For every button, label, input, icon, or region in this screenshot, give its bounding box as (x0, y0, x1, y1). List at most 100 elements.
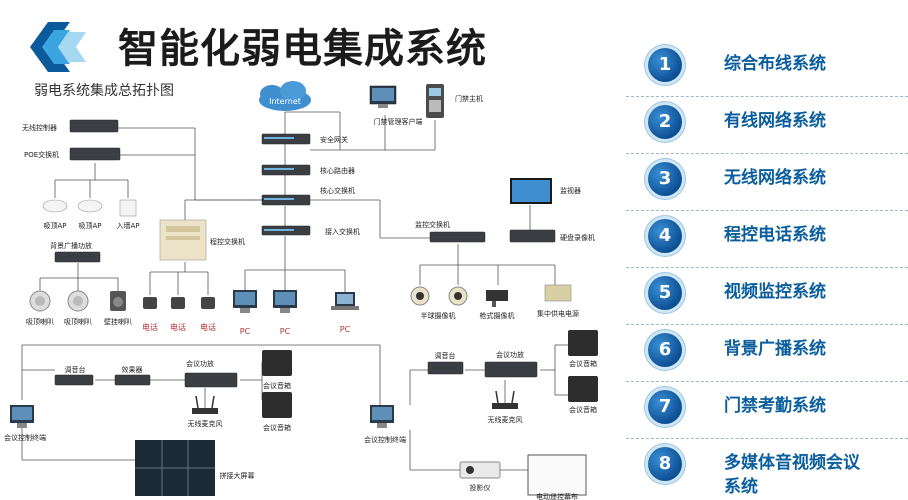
ceiling-speaker-2 (67, 290, 89, 312)
poe-switch (69, 147, 121, 161)
power-label: 集中供电电源 (537, 309, 579, 318)
system-item-2: 2 有线网络系统 (622, 97, 908, 154)
conf-spk-4-label: 会议音箱 (569, 405, 597, 414)
internet-cloud-icon: Internet (259, 81, 311, 111)
dome-cam-label: 半球摄像机 (421, 311, 456, 320)
dome-camera-1 (410, 286, 430, 306)
ceiling-ap-1 (42, 199, 68, 213)
system-label: 无线网络系统 (724, 168, 826, 188)
ceiling-speaker-1 (29, 290, 51, 312)
wall-ap-label: 入墙AP (116, 221, 139, 230)
wall-ap (119, 199, 137, 217)
wireless-controller (69, 119, 119, 133)
mixer-1-label: 调音台 (65, 365, 86, 374)
door-client-label: 门禁管理客户端 (374, 117, 423, 126)
topology-diagram: Internet (4, 81, 598, 500)
mic-2-label: 无线麦克风 (488, 415, 523, 424)
mic-right-icon (492, 390, 518, 409)
video-wall (135, 440, 215, 496)
monitor-label: 监视器 (560, 186, 581, 195)
door-host-label: 门禁主机 (455, 94, 483, 103)
phone-3-icon (201, 297, 215, 309)
phone-1-icon (143, 297, 157, 309)
wall-speaker (110, 291, 126, 311)
conf-spk-2-label: 会议音箱 (263, 423, 291, 432)
system-item-5: 5 视频监控系统 (622, 268, 908, 325)
system-label: 多媒体音视频会议系统 (724, 453, 860, 497)
conf-speaker-3 (568, 330, 598, 356)
ceiling-ap-2-label: 吸顶AP (78, 222, 101, 230)
pbx-icon (159, 219, 207, 261)
system-label: 有线网络系统 (724, 111, 826, 131)
page-title: 智能化弱电集成系统 (118, 26, 487, 72)
wireless-ctrl-label: 无线控制器 (22, 123, 57, 132)
laptop-icon (331, 292, 359, 310)
bg-amp-label: 背景广播功放 (50, 241, 92, 250)
logo-icon (30, 22, 86, 72)
video-wall-label: 拼接大屏幕 (220, 471, 255, 480)
conf-spk-3-label: 会议音箱 (569, 359, 597, 368)
system-item-3: 3 无线网络系统 (622, 154, 908, 211)
system-label: 视频监控系统 (724, 282, 826, 302)
phone-2-label: 电话 (170, 322, 186, 332)
effects-unit (114, 374, 151, 386)
mic-1-label: 无线麦克风 (188, 419, 223, 428)
conf-speaker-4 (568, 376, 598, 402)
phone-1-label: 电话 (142, 322, 158, 332)
projector-label: 投影仪 (470, 483, 491, 492)
conf-amp-2-label: 会议功放 (496, 350, 524, 359)
background-amplifier (54, 251, 101, 263)
system-label: 综合布线系统 (724, 54, 826, 74)
effects-label: 效果器 (122, 365, 143, 374)
door-host-icon (426, 84, 444, 118)
mic-left-icon (192, 395, 218, 414)
system-item-6: 6 背景广播系统 (622, 325, 908, 382)
pc-1-label: PC (240, 327, 251, 336)
pc-1-icon (233, 290, 257, 313)
conf-amp-right (484, 361, 538, 378)
number-badge: 4 (648, 219, 682, 253)
pbx-label: 程控交换机 (210, 237, 245, 246)
security-gateway-label: 安全网关 (320, 135, 348, 144)
screen-label: 电动遥控幕布 (536, 492, 578, 500)
conf-spk-1-label: 会议音箱 (263, 381, 291, 390)
number-badge: 6 (648, 333, 682, 367)
conf-amp-1-label: 会议功放 (186, 359, 214, 368)
dome-camera-2 (448, 286, 468, 306)
mixer-2-label: 调音台 (435, 351, 456, 360)
system-list: 1 综合布线系统 2 有线网络系统 3 无线网络系统 4 程控电话系统 5 视频… (622, 40, 908, 500)
projection-screen (527, 454, 587, 496)
system-label: 背景广播系统 (724, 339, 826, 359)
monitor-switch (429, 231, 486, 243)
ceiling-ap-2 (77, 199, 103, 213)
dvr (509, 229, 556, 243)
pc-3-label: PC (340, 325, 351, 334)
number-badge: 5 (648, 276, 682, 310)
core-router-label: 核心路由器 (320, 166, 355, 175)
mixer-right (427, 361, 464, 375)
conf-term-2-label: 会议控制终端 (364, 435, 406, 444)
conf-term-1-label: 会议控制终端 (4, 433, 46, 442)
conf-amp-left (184, 372, 238, 388)
poe-switch-label: POE交换机 (24, 150, 59, 159)
mixer-left (54, 374, 94, 386)
bullet-camera (486, 290, 508, 307)
conf-terminal-right-icon (370, 405, 394, 428)
door-client-icon (369, 85, 397, 108)
number-badge: 3 (648, 162, 682, 196)
system-label: 门禁考勤系统 (724, 396, 826, 416)
conf-speaker-2 (262, 392, 292, 418)
core-switch-label: 核心交换机 (320, 186, 355, 195)
spk-2-label: 吸顶喇叭 (64, 317, 92, 326)
dvr-label: 硬盘录像机 (560, 233, 595, 242)
number-badge: 2 (648, 105, 682, 139)
conf-speaker-1 (262, 350, 292, 376)
spk-3-label: 壁挂喇叭 (104, 317, 132, 326)
monitor-icon (510, 178, 552, 204)
number-badge: 7 (648, 390, 682, 424)
pc-2-label: PC (280, 327, 291, 336)
conf-terminal-left-icon (10, 405, 34, 428)
system-item-8: 8 多媒体音视频会议系统 (622, 439, 908, 500)
number-badge: 1 (648, 48, 682, 82)
system-item-4: 4 程控电话系统 (622, 211, 908, 268)
